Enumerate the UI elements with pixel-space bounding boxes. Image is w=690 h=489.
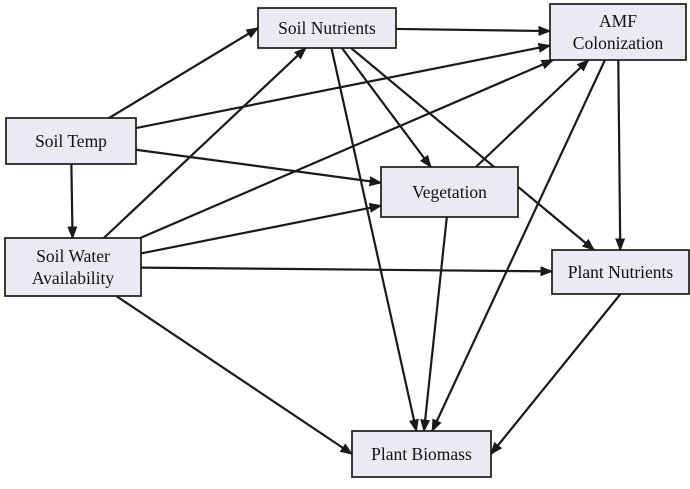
edge-soil-water-to-vegetation — [140, 202, 383, 255]
node-label: Plant Nutrients — [568, 262, 674, 282]
edge-soil-water-to-soil-nutrients — [103, 46, 307, 239]
node-label-line: Soil Nutrients — [278, 18, 376, 38]
node-label-line: Plant Biomass — [371, 444, 472, 464]
node-box — [551, 249, 690, 295]
node-label-line: Soil Water — [36, 246, 110, 266]
node-plant-nutrients: Plant Nutrients — [551, 249, 690, 295]
edge-soil-water-to-plant-biomass — [115, 295, 354, 455]
node-box — [380, 166, 519, 218]
node-box — [257, 7, 397, 49]
node-vegetation: Vegetation — [380, 166, 519, 218]
node-box — [549, 3, 687, 61]
node-label-line: Soil Temp — [35, 131, 107, 151]
edge-plant-nutrients-to-plant-biomass — [490, 293, 622, 456]
node-label-line: Availability — [32, 268, 115, 288]
node-label: Plant Biomass — [371, 444, 472, 464]
edge-vegetation-to-amf — [475, 58, 590, 168]
edge-soil-temp-to-soil-nutrients — [108, 27, 260, 119]
edge-soil-temp-to-vegetation — [135, 148, 383, 187]
node-label-line: Vegetation — [412, 182, 487, 202]
node-plant-biomass: Plant Biomass — [351, 430, 492, 478]
edge-amf-to-plant-nutrients — [615, 59, 626, 252]
node-label-line: Colonization — [573, 33, 664, 53]
edge-soil-water-to-plant-nutrients — [140, 266, 554, 277]
edge-layer — [67, 25, 626, 456]
edge-soil-water-to-amf — [139, 58, 555, 240]
node-box — [351, 430, 492, 478]
node-label: Soil Nutrients — [278, 18, 376, 38]
edge-soil-nutrients-to-vegetation — [341, 47, 432, 169]
edge-soil-nutrients-to-plant-biomass — [330, 47, 419, 433]
node-box — [4, 237, 142, 297]
edge-soil-nutrients-to-amf — [395, 25, 552, 36]
node-label: Soil Temp — [35, 131, 107, 151]
node-soil-nutrients: Soil Nutrients — [257, 7, 397, 49]
edge-vegetation-to-plant-biomass — [420, 216, 448, 433]
edge-soil-temp-to-amf — [135, 42, 552, 130]
edge-soil-nutrients-to-plant-nutrients — [350, 47, 596, 251]
node-label: Vegetation — [412, 182, 487, 202]
node-label-line: AMF — [599, 11, 637, 31]
node-soil-temp: Soil Temp — [5, 117, 137, 165]
edge-soil-temp-to-soil-water — [67, 163, 78, 240]
node-box — [5, 117, 137, 165]
edge-amf-to-plant-biomass — [431, 59, 606, 433]
node-label-line: Plant Nutrients — [568, 262, 674, 282]
